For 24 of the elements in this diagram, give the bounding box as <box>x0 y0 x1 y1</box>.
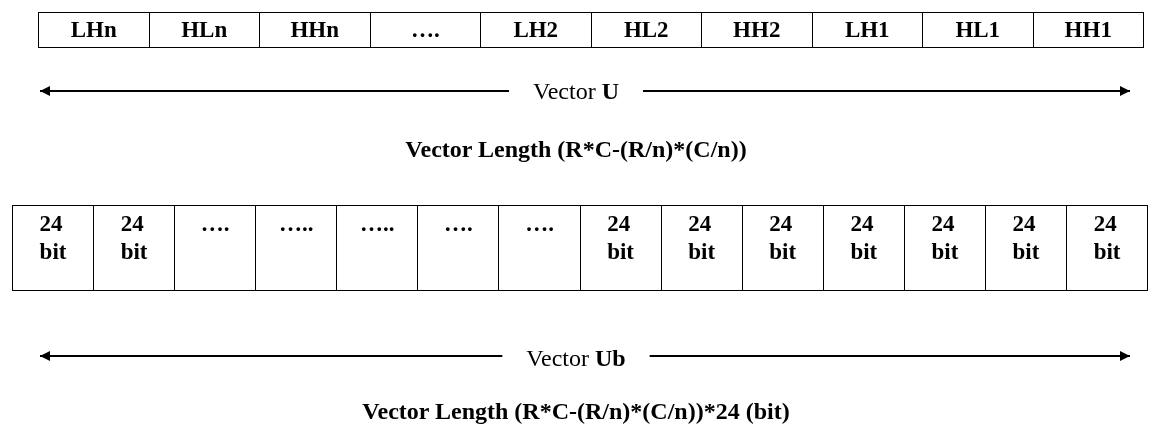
table-cell: HL2 <box>591 13 702 47</box>
table-cell: HHn <box>260 13 371 47</box>
table-cell: …. <box>370 13 481 47</box>
table-cell: LH2 <box>481 13 592 47</box>
table-cell: …. <box>499 206 581 290</box>
table-cell: …. <box>175 206 257 290</box>
table-cell: ….. <box>337 206 419 290</box>
table-cell: LHn <box>39 13 150 47</box>
table-cell: LH1 <box>812 13 923 47</box>
table-cell: 24 bit <box>580 206 662 290</box>
table-cell-text: HH1 <box>1063 16 1113 44</box>
table-cell: ….. <box>256 206 338 290</box>
table-cell: 24 bit <box>742 206 824 290</box>
table-cell: 24 bit <box>985 206 1067 290</box>
table-cell: 24 bit <box>661 206 743 290</box>
table-cell: 24 bit <box>904 206 986 290</box>
table-cell: …. <box>418 206 500 290</box>
table-cell: 24 bit <box>823 206 905 290</box>
table-cell: HH2 <box>702 13 813 47</box>
table-cell: 24 bit <box>94 206 176 290</box>
table-cell-text: 24 bit <box>1092 210 1122 266</box>
table-cell: HLn <box>149 13 260 47</box>
table-cell: HL1 <box>923 13 1034 47</box>
table-cell: 24 bit <box>13 206 95 290</box>
